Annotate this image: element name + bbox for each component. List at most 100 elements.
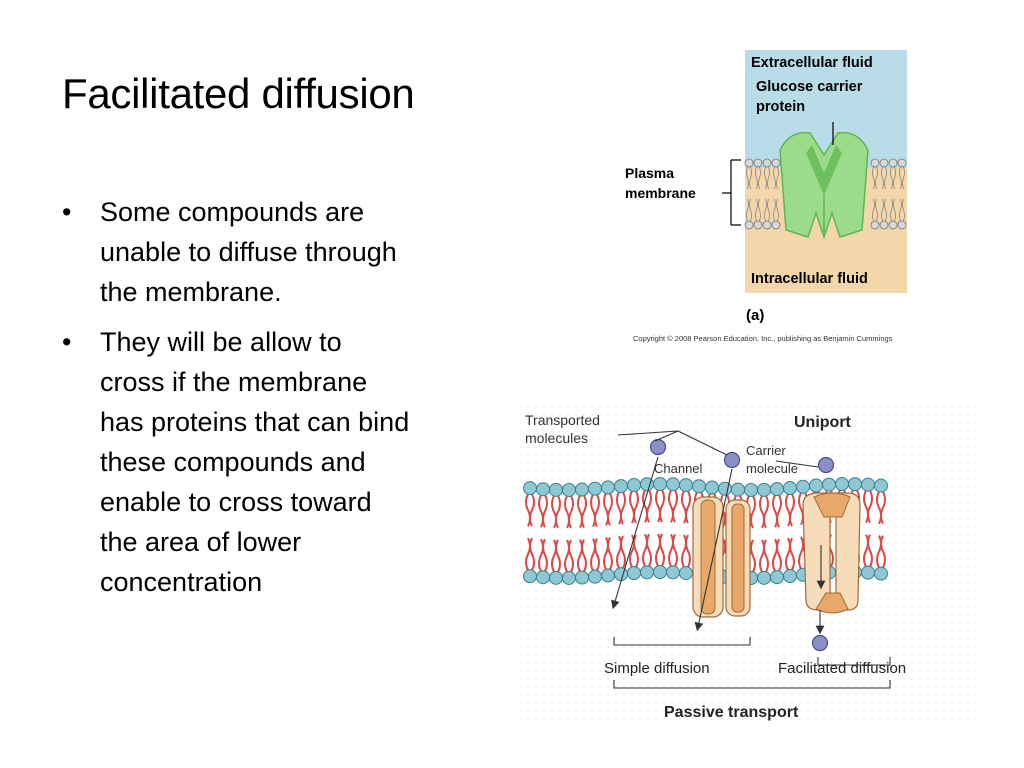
lipid-head	[588, 569, 602, 584]
lipid-head	[874, 566, 888, 581]
phospholipid-head	[897, 220, 907, 230]
lipid-tail	[525, 493, 535, 527]
bullet-item: • Some compounds are unable to diffuse t…	[62, 192, 502, 312]
lipid-tail	[876, 491, 886, 525]
lipid-tail	[603, 492, 613, 526]
lipid-head	[731, 482, 745, 497]
extracellular-fluid-region	[745, 50, 907, 168]
phospholipid-tail	[899, 198, 905, 222]
lipid-head	[666, 565, 680, 580]
lipid-tail	[538, 494, 548, 528]
lipid-head	[549, 482, 563, 497]
lipid-tail	[772, 494, 782, 528]
plasma-membrane-bilayer	[744, 158, 907, 230]
lipid-tail	[629, 490, 639, 524]
lipid-tail	[525, 537, 535, 571]
phospholipid-head	[753, 220, 763, 230]
carrier-label-line2: protein	[756, 99, 805, 115]
carrier-label-line1: Carrier	[746, 443, 786, 458]
lipid-head	[874, 478, 888, 493]
lipid-head	[848, 477, 862, 492]
bullet-item: • They will be allow to cross if the mem…	[62, 322, 502, 602]
transported-label-line2: molecules	[525, 430, 588, 446]
phospholipid-head	[771, 158, 781, 168]
lipid-head	[523, 569, 537, 584]
lipid-head	[783, 569, 797, 584]
phospholipid-tail	[773, 198, 779, 222]
lipid-head	[562, 570, 576, 585]
lipid-head	[614, 479, 628, 494]
lipid-tail	[616, 491, 626, 525]
molecule-carrier-bottom	[811, 634, 829, 652]
lipid-head	[562, 482, 576, 497]
lipid-tail	[590, 494, 600, 528]
phospholipid-tail	[890, 166, 896, 190]
phospholipid-head	[879, 220, 889, 230]
lipid-tail	[538, 538, 548, 572]
lipid-head	[770, 482, 784, 497]
lipid-tail	[863, 534, 873, 568]
phospholipid-head	[888, 220, 898, 230]
phospholipid-head	[762, 220, 772, 230]
phospholipid-tail	[764, 166, 770, 190]
lipid-tail	[772, 538, 782, 572]
lipid-head	[796, 479, 810, 494]
lipid-tail	[551, 495, 561, 529]
membrane-label-line1: Plasma	[625, 165, 674, 181]
lipid-head	[861, 565, 875, 580]
phospholipid-head	[753, 158, 763, 168]
phospholipid-head	[870, 220, 880, 230]
phospholipid-tail	[773, 166, 779, 190]
phospholipid-tail	[899, 166, 905, 190]
extracellular-label: Extracellular fluid	[751, 55, 873, 71]
lipid-tail	[863, 490, 873, 524]
phospholipid-head	[744, 158, 754, 168]
lipid-tail	[642, 489, 652, 523]
lipid-head	[666, 477, 680, 492]
lipid-tail	[759, 495, 769, 529]
lipid-tail	[655, 489, 665, 523]
lipid-head	[692, 479, 706, 494]
lipid-tail	[655, 533, 665, 567]
phospholipid-head	[870, 158, 880, 168]
phospholipid-head	[888, 158, 898, 168]
lipid-tail	[785, 493, 795, 527]
bullet-text: Some compounds are unable to diffuse thr…	[100, 197, 397, 307]
lipid-head	[536, 482, 550, 497]
lipid-head	[770, 570, 784, 585]
phospholipid-tail	[881, 166, 887, 190]
lipid-head	[601, 568, 615, 583]
phospholipid-tail	[872, 198, 878, 222]
lipid-tail	[603, 536, 613, 570]
passive-transport-label: Passive transport	[664, 704, 799, 721]
lipid-head	[627, 566, 641, 581]
diffusion-brackets	[613, 637, 891, 689]
phospholipid-head	[897, 158, 907, 168]
lipid-head	[744, 482, 758, 497]
facilitated-diffusion-label: Facilitated diffusion	[778, 660, 906, 677]
simple-diffusion-label: Simple diffusion	[604, 660, 710, 677]
phospholipid-tail	[881, 198, 887, 222]
channel-protein-shape	[692, 496, 751, 618]
transported-label-line1: Transported	[525, 412, 600, 428]
phospholipid-tail	[755, 198, 761, 222]
lipid-head	[523, 481, 537, 496]
glucose-carrier-protein-shape	[779, 131, 869, 240]
lipid-tail	[616, 535, 626, 569]
lipid-tail	[564, 539, 574, 573]
lipid-head	[835, 477, 849, 492]
lipid-head	[575, 570, 589, 585]
lipid-head	[536, 570, 550, 585]
transported-molecules	[649, 438, 835, 652]
uniport-figure: Transported molecules Uniport Carrier mo…	[518, 405, 978, 725]
lipid-head	[705, 480, 719, 495]
lipid-head	[640, 565, 654, 580]
molecule-carrier-top	[817, 456, 835, 474]
lipid-tail	[668, 489, 678, 523]
lipid-head	[653, 565, 667, 580]
glucose-carrier-figure: Extracellular fluid Glucose carrier prot…	[625, 50, 907, 343]
lipid-head	[614, 567, 628, 582]
carrier-label-line1: Glucose carrier	[756, 79, 863, 95]
lipid-head	[588, 481, 602, 496]
lipid-head	[627, 478, 641, 493]
